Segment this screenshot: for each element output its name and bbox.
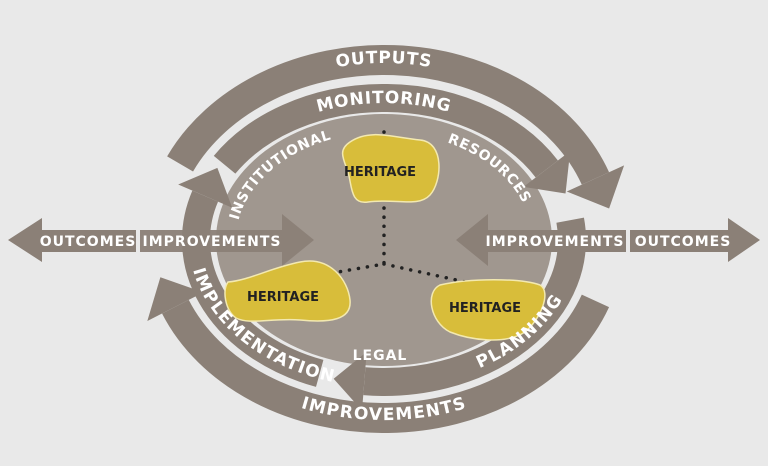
implementation-arc-head	[178, 167, 233, 208]
left-outcomes-label: OUTCOMES	[40, 234, 137, 250]
dotted-connectors	[336, 130, 472, 285]
legal-label: LEGAL	[353, 348, 408, 364]
planning-arc-head	[333, 351, 367, 411]
heritage-label-left: HERITAGE	[247, 290, 319, 305]
heritage-label-top: HERITAGE	[344, 165, 416, 180]
implementation-arc	[182, 190, 324, 387]
right-outcomes-label: OUTCOMES	[635, 234, 732, 250]
left-improvements-label: IMPROVEMENTS	[143, 234, 282, 250]
outputs-arc-head	[566, 165, 625, 209]
left-improvements-arrow	[140, 214, 314, 266]
outputs-arc	[167, 45, 610, 185]
heritage-blob-top	[341, 133, 440, 203]
heritage-blob-right	[430, 279, 546, 341]
improvements-arc	[162, 294, 610, 433]
monitoring-arc-head	[523, 151, 571, 194]
right-outcomes-arrow	[456, 214, 760, 266]
heritage-label-right: HERITAGE	[449, 301, 521, 316]
right-improvements-arrow	[456, 214, 626, 266]
heritage-blob-left	[224, 260, 351, 322]
right-improvements-label: IMPROVEMENTS	[486, 234, 625, 250]
left-outcomes-arrow	[8, 214, 314, 266]
cycle-arcs	[147, 45, 625, 433]
monitoring-arc	[213, 84, 558, 178]
improvements-arc-head	[147, 277, 204, 322]
planning-arc	[363, 217, 586, 396]
